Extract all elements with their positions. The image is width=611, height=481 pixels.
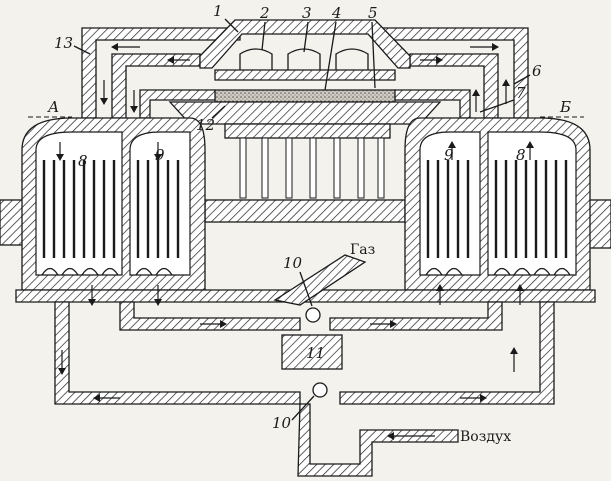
label-5: 5	[368, 4, 378, 22]
hearth-supports	[224, 123, 391, 199]
charging-door-1	[239, 48, 273, 70]
label-7: 7	[516, 84, 526, 102]
label-8-left: 8	[78, 152, 88, 170]
valve-10-top	[305, 307, 321, 323]
label-8-right: 8	[516, 146, 526, 164]
label-2: 2	[259, 4, 270, 22]
label-10-bottom: 10	[272, 414, 292, 432]
label-gas: Газ	[350, 242, 375, 258]
label-9-left: 9	[155, 146, 165, 164]
lower-flues	[15, 254, 596, 477]
label-air: Воздух	[460, 429, 511, 445]
label-12: 12	[196, 116, 215, 134]
label-9-right: 9	[444, 146, 454, 164]
charging-door-3	[335, 48, 369, 70]
furnace-vault	[199, 19, 411, 81]
label-B: Б	[559, 98, 571, 116]
valve-10-bottom	[312, 382, 328, 398]
gas-inlet	[273, 254, 367, 306]
label-A: А	[47, 98, 59, 116]
label-13: 13	[54, 34, 73, 52]
label-11: 11	[306, 344, 325, 362]
label-4: 4	[331, 4, 342, 22]
left-regenerators	[21, 117, 206, 291]
leader-lines	[73, 18, 531, 421]
right-regenerators	[404, 117, 591, 291]
flow-arrows	[56, 43, 534, 440]
label-1: 1	[213, 2, 223, 20]
label-3: 3	[302, 4, 312, 22]
chimney-block	[281, 334, 343, 370]
label-10-top: 10	[283, 254, 303, 272]
label-6: 6	[532, 62, 542, 80]
charging-door-2	[287, 48, 321, 70]
reversing-valves	[305, 307, 328, 398]
